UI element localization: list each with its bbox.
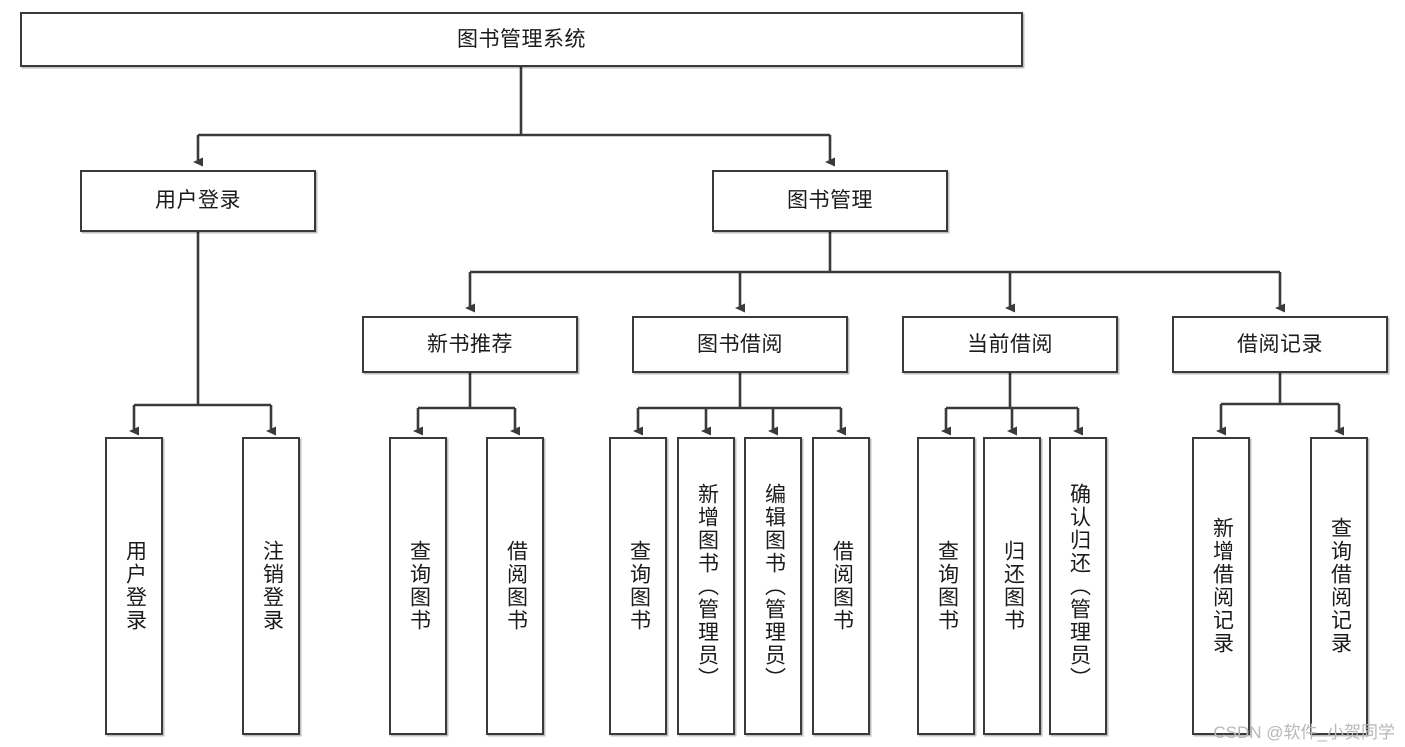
node-label: 新增图书（管理员） <box>695 482 719 690</box>
node-label: 查询图书 <box>935 540 959 632</box>
node-current-borrow[interactable]: 当前借阅 <box>902 316 1118 373</box>
edges-current-borrow-to-leaves <box>941 373 1083 436</box>
node-label: 确认归还（管理员） <box>1067 482 1091 690</box>
leaf-records-query[interactable]: 查询借阅记录 <box>1310 437 1368 735</box>
node-user-login[interactable]: 用户登录 <box>80 170 316 232</box>
edges-borrow-records-to-leaves <box>1216 373 1344 436</box>
node-label: 编辑图书（管理员） <box>762 482 786 690</box>
leaf-current-borrow-query[interactable]: 查询图书 <box>917 437 975 735</box>
node-root-system[interactable]: 图书管理系统 <box>20 12 1023 67</box>
node-label: 用户登录 <box>155 189 241 213</box>
leaf-book-borrow-add[interactable]: 新增图书（管理员） <box>677 437 735 735</box>
node-label: 注销登录 <box>260 540 284 632</box>
node-label: 查询图书 <box>407 540 431 632</box>
node-label: 图书管理系统 <box>457 27 586 51</box>
node-label: 借阅记录 <box>1237 332 1323 356</box>
edges-book-borrow-to-leaves <box>633 373 846 436</box>
leaf-user-login-signin[interactable]: 用户登录 <box>105 437 163 735</box>
node-book-borrow[interactable]: 图书借阅 <box>632 316 848 373</box>
leaf-current-borrow-confirm-return[interactable]: 确认归还（管理员） <box>1049 437 1107 735</box>
node-label: 新书推荐 <box>427 332 513 356</box>
leaf-book-borrow-lend[interactable]: 借阅图书 <box>812 437 870 735</box>
node-label: 归还图书 <box>1001 540 1025 632</box>
edges-level2-to-level3 <box>465 232 1285 313</box>
node-label: 当前借阅 <box>967 332 1053 356</box>
node-label: 借阅图书 <box>830 540 854 632</box>
node-new-book-recommend[interactable]: 新书推荐 <box>362 316 578 373</box>
edges-root-to-level2 <box>193 67 835 167</box>
node-label: 图书借阅 <box>697 332 783 356</box>
node-borrow-records[interactable]: 借阅记录 <box>1172 316 1388 373</box>
leaf-book-borrow-edit[interactable]: 编辑图书（管理员） <box>744 437 802 735</box>
node-book-management[interactable]: 图书管理 <box>712 170 948 232</box>
leaf-user-login-signout[interactable]: 注销登录 <box>242 437 300 735</box>
leaf-current-borrow-return[interactable]: 归还图书 <box>983 437 1041 735</box>
edges-new-book-to-leaves <box>413 373 520 436</box>
leaf-new-book-borrow[interactable]: 借阅图书 <box>486 437 544 735</box>
node-label: 图书管理 <box>787 189 873 213</box>
node-label: 查询借阅记录 <box>1328 517 1352 655</box>
node-label: 查询图书 <box>627 540 651 632</box>
leaf-book-borrow-query[interactable]: 查询图书 <box>609 437 667 735</box>
node-label: 新增借阅记录 <box>1210 517 1234 655</box>
edges-user-login-to-leaves <box>129 232 276 436</box>
node-label: 借阅图书 <box>504 540 528 632</box>
node-label: 用户登录 <box>123 540 147 632</box>
leaf-records-add[interactable]: 新增借阅记录 <box>1192 437 1250 735</box>
leaf-new-book-query[interactable]: 查询图书 <box>389 437 447 735</box>
